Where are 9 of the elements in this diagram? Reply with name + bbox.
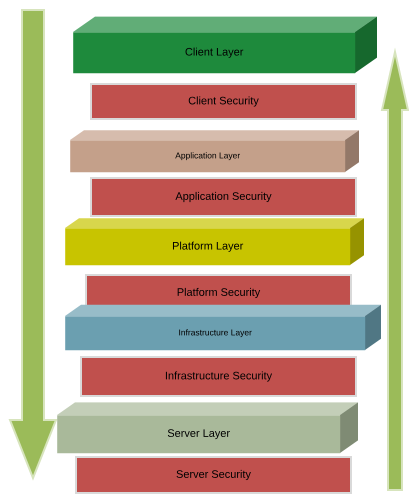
layer-block: Platform Layer <box>65 218 364 266</box>
security-box: Server Security <box>75 456 352 494</box>
layer-block: Infrastructure Layer <box>65 304 381 350</box>
security-box: Infrastructure Security <box>80 356 357 397</box>
layer-block: Server Layer <box>57 402 358 454</box>
layer-block: Application Layer <box>70 130 359 172</box>
layer-block: Client Layer <box>73 16 377 74</box>
security-box: Client Security <box>90 83 357 120</box>
security-box: Application Security <box>90 177 357 217</box>
